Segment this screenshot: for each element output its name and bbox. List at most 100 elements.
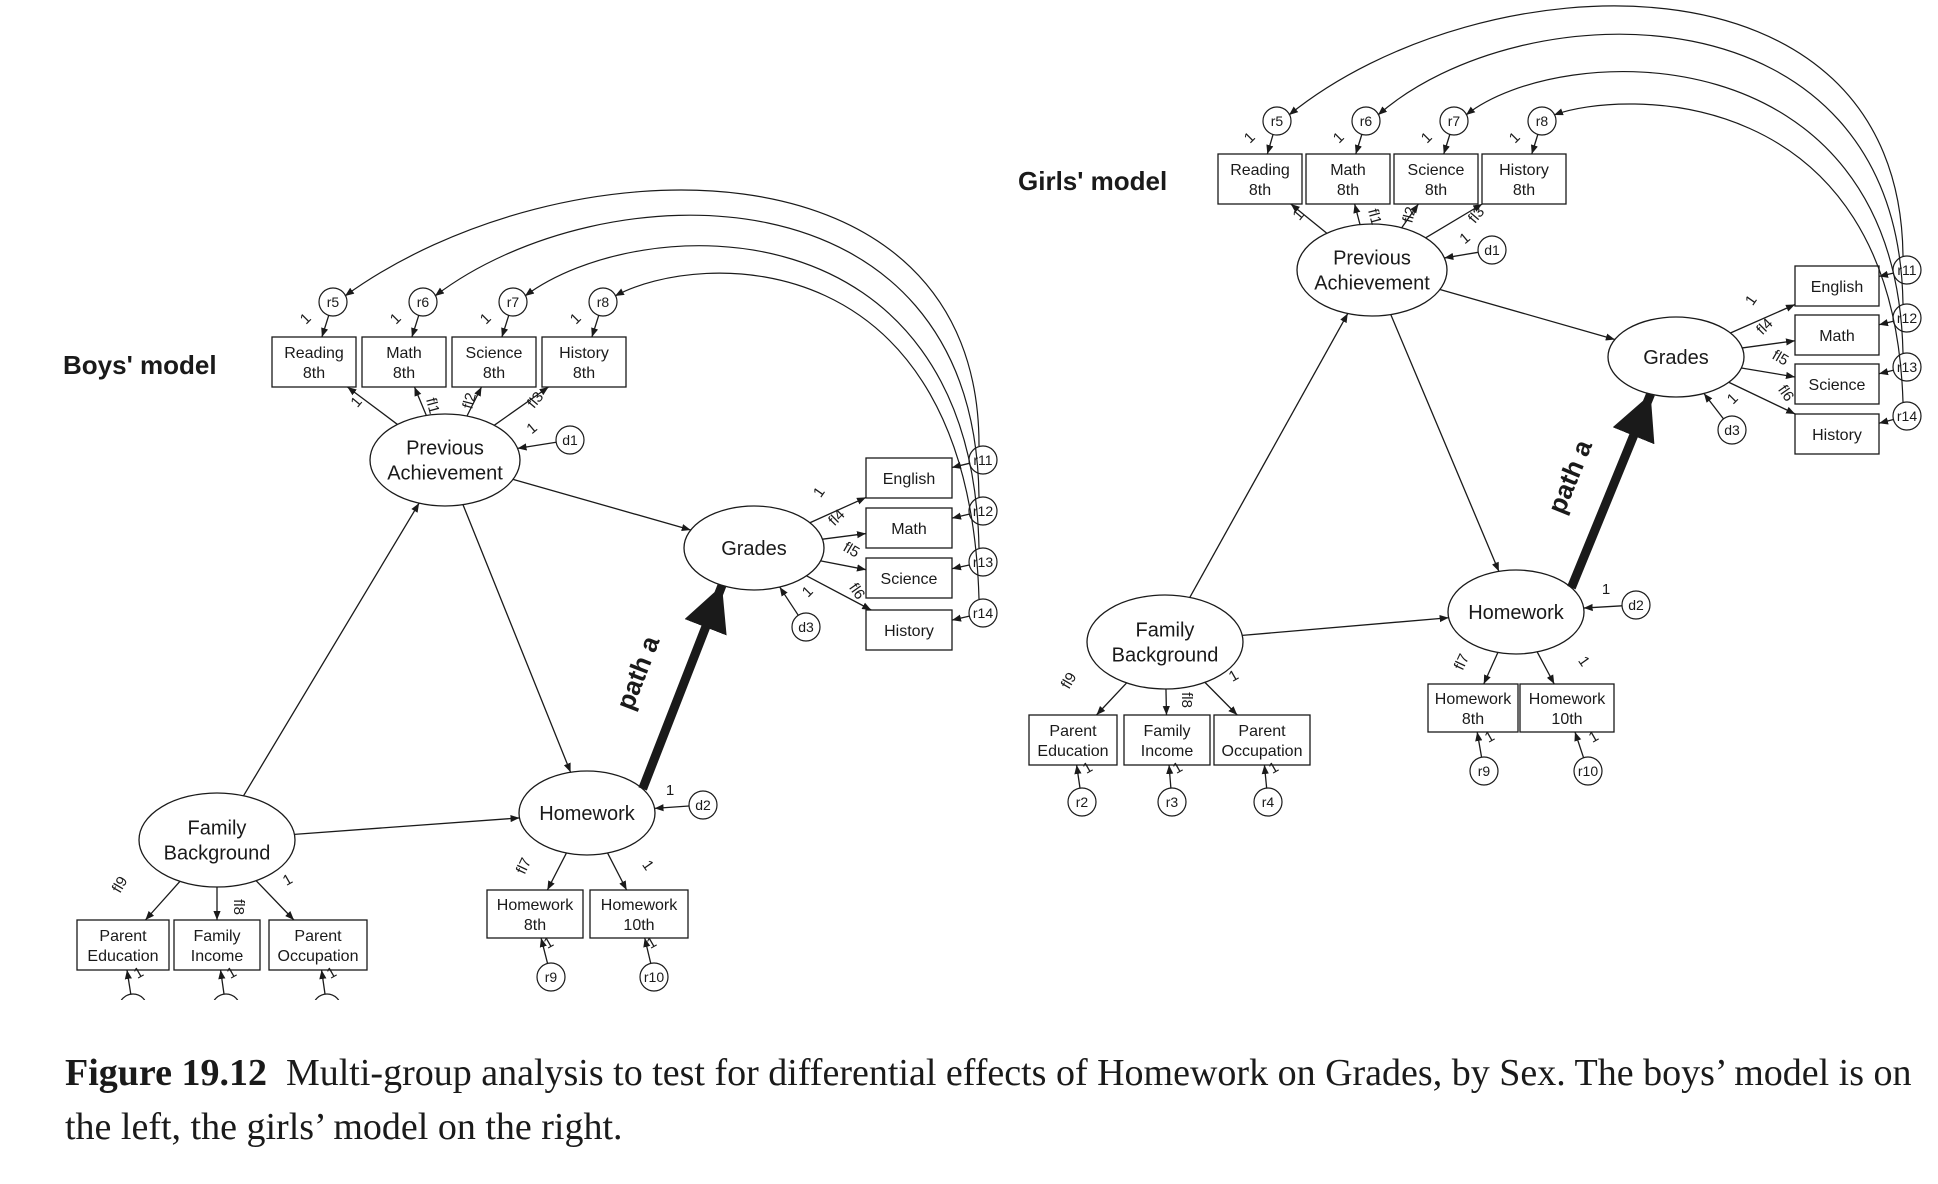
- loading-label: 1: [638, 857, 657, 874]
- error-circle: [688, 790, 718, 820]
- indicator-label: Education: [87, 948, 158, 965]
- error-r10: r10: [1573, 756, 1603, 786]
- error-path-r9: [539, 937, 549, 964]
- error-path-label: 1: [1506, 129, 1524, 147]
- error-path-label: 1: [387, 310, 405, 328]
- indicator-label: 8th: [1337, 182, 1359, 199]
- error-circle: [1573, 756, 1603, 786]
- error-label: r5: [327, 294, 340, 310]
- indicator-label: 10th: [1551, 711, 1582, 728]
- error-circle: [1621, 590, 1651, 620]
- loading-label: fl8: [230, 899, 247, 915]
- covariance-r13-r7: [1465, 71, 1904, 354]
- loading-label: fl1: [422, 396, 443, 416]
- indicator-label: Homework: [497, 897, 574, 914]
- error-label: d2: [695, 797, 711, 813]
- indicator-label: History: [559, 345, 609, 362]
- error-circle: [1253, 787, 1283, 817]
- indicator-box: [1519, 683, 1615, 733]
- error-circle: [498, 287, 528, 317]
- error-label: d1: [1484, 242, 1500, 258]
- loading-prev-to-reading: [347, 386, 398, 425]
- error-path-d1: [517, 441, 557, 451]
- error-circle: [536, 962, 566, 992]
- indicator-box: [1794, 413, 1880, 455]
- error-r8: r8: [1527, 106, 1557, 136]
- indicator-label: Parent: [1238, 723, 1286, 740]
- error-circle: [1351, 106, 1381, 136]
- indicator-label: Education: [1037, 743, 1108, 760]
- indicator-label: 10th: [623, 917, 654, 934]
- error-r3: r3: [213, 993, 239, 1000]
- error-r14: r14: [968, 598, 998, 628]
- indicator-scienceG: Science: [865, 557, 953, 599]
- error-path-label: 1: [1456, 229, 1473, 247]
- error-circle: [408, 287, 438, 317]
- error-r13: r13: [1892, 352, 1922, 382]
- indicator-label: Science: [1408, 162, 1465, 179]
- caption-label: Figure 19.12: [65, 1052, 267, 1094]
- loading-homework-to-hw8: [1483, 652, 1499, 685]
- covariance-r12-r6: [434, 214, 980, 498]
- latent-label: Homework: [539, 803, 636, 825]
- loading-grades-to-historyG: [1728, 381, 1796, 415]
- latent-label: Achievement: [1314, 273, 1430, 295]
- loading-label: fl7: [513, 855, 535, 877]
- indicator-label: English: [1811, 279, 1863, 296]
- latent-grades: Grades: [683, 505, 825, 591]
- error-r4: r4: [314, 993, 340, 1000]
- indicator-box: [361, 336, 447, 388]
- loading-family-to-pedu: [144, 880, 181, 921]
- latent-homework: Homework: [1447, 569, 1585, 655]
- error-circle: [555, 425, 585, 455]
- indicator-box: [1794, 363, 1880, 405]
- loading-prev-to-math8: [413, 386, 427, 416]
- loading-prev-to-math8: [1353, 203, 1361, 225]
- error-label: r13: [1897, 359, 1917, 375]
- error-path-d2: [654, 804, 690, 812]
- indicator-label: 8th: [1462, 711, 1484, 728]
- indicator-mathG: Math: [1794, 314, 1880, 356]
- error-label: r3: [1166, 794, 1179, 810]
- error-path-r7: [1442, 134, 1451, 155]
- indicator-label: 8th: [1513, 182, 1535, 199]
- loading-label: fl1: [1364, 207, 1385, 227]
- loading-prev-to-science8: [466, 386, 483, 417]
- error-label: d3: [1724, 422, 1740, 438]
- loading-label: fl2: [459, 391, 480, 411]
- error-path-r7: [501, 315, 510, 338]
- error-label: r2: [1076, 794, 1089, 810]
- indicator-label: Parent: [294, 928, 342, 945]
- error-r11: r11: [1892, 255, 1922, 285]
- loading-family-to-finc: [1162, 688, 1170, 716]
- loading-label: fl6: [845, 580, 868, 603]
- indicator-label: Math: [1330, 162, 1366, 179]
- error-path-r10: [643, 937, 652, 964]
- covariance-r12-r6: [1377, 33, 1904, 305]
- error-path-r3: [1166, 764, 1174, 789]
- indicator-label: Family: [1143, 723, 1190, 740]
- error-r11: r11: [968, 445, 998, 475]
- loading-label: fl4: [825, 506, 848, 529]
- indicator-box: [486, 889, 584, 939]
- indicator-label: Math: [386, 345, 422, 362]
- error-path-r4: [319, 969, 327, 995]
- error-path-r12: [951, 512, 970, 520]
- loading-label: 1: [347, 393, 365, 410]
- error-label: r8: [597, 294, 610, 310]
- loading-prev-to-reading: [1290, 203, 1328, 234]
- error-circle: [1262, 106, 1292, 136]
- loading-label: fl5: [840, 539, 862, 562]
- error-label: r12: [1897, 310, 1917, 326]
- error-path-r8: [591, 315, 600, 338]
- latent-label: Grades: [1643, 347, 1709, 369]
- indicator-box: [268, 919, 368, 971]
